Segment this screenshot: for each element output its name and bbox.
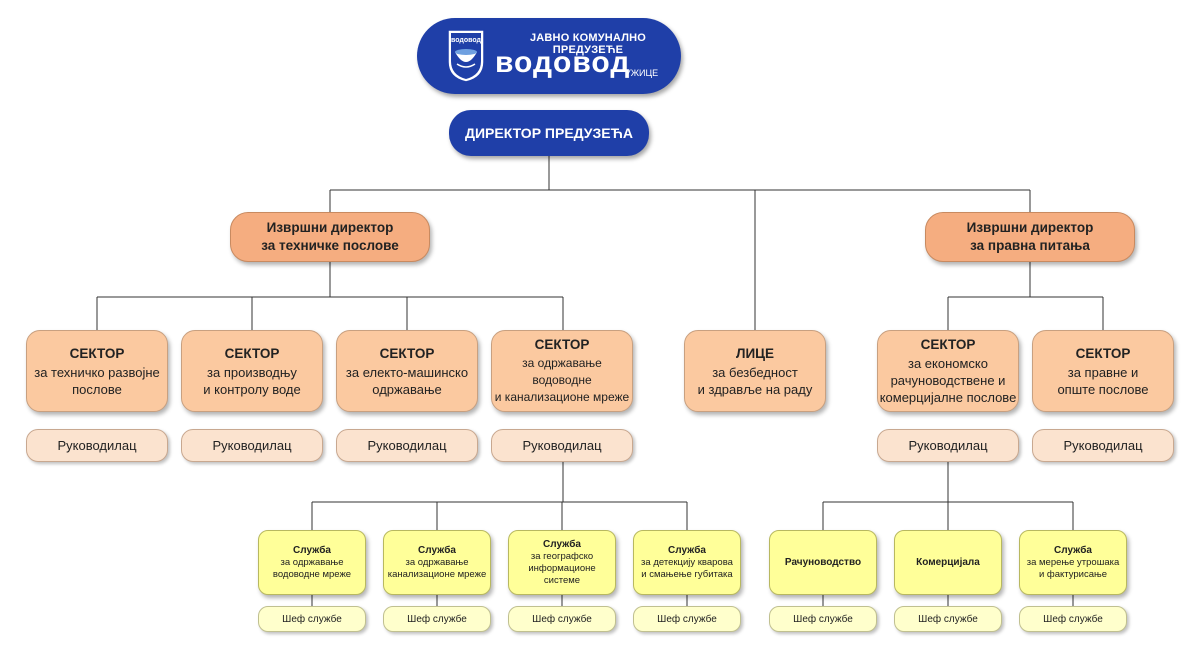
service-chief-node: Шеф службе bbox=[894, 606, 1002, 632]
exec-technical-node: Извршни директор за техничке послове bbox=[230, 212, 430, 262]
sector-line: опште послове bbox=[1057, 381, 1149, 397]
sector-line: одржавање bbox=[372, 381, 442, 397]
sector-manager-node: Руководилац bbox=[26, 429, 168, 462]
sector-title: СЕКТОР bbox=[534, 337, 590, 352]
safety-line: за безбедност bbox=[712, 364, 798, 380]
service-chief-node: Шеф службе bbox=[383, 606, 491, 632]
sector-title: СЕКТОР bbox=[69, 345, 125, 361]
service-commercial: Комерцијала bbox=[894, 530, 1002, 595]
service-line: за детекцију кварова bbox=[641, 556, 733, 568]
sector-line: рачуноводствене и bbox=[890, 373, 1006, 388]
chief-label: Шеф службе bbox=[657, 613, 717, 625]
sector-line: комерцијалне послове bbox=[879, 390, 1017, 405]
manager-label: Руководилац bbox=[57, 438, 137, 453]
exec-legal-subtitle: за правна питања bbox=[970, 238, 1090, 253]
service-title: Служба bbox=[543, 538, 581, 550]
chief-label: Шеф службе bbox=[532, 613, 592, 625]
sector-title: СЕКТОР bbox=[1075, 345, 1131, 361]
sector-technical-development: СЕКТОР за техничко развојне послове bbox=[26, 330, 168, 412]
sector-title: СЕКТОР bbox=[920, 337, 976, 352]
service-metering-billing: Служба за мерење утрошака и фактурисање bbox=[1019, 530, 1127, 595]
chief-label: Шеф службе bbox=[407, 613, 467, 625]
sector-economic-accounting: СЕКТОР за економско рачуноводствене и ко… bbox=[877, 330, 1019, 412]
service-water-network: Служба за одржавање водоводне мреже bbox=[258, 530, 366, 595]
sector-electro-mechanical: СЕКТОР за електо-машинско одржавање bbox=[336, 330, 478, 412]
company-type-label: ЈАВНО КОМУНАЛНО ПРЕДУЗЕЋЕ bbox=[529, 32, 647, 56]
sector-title: СЕКТОР bbox=[379, 345, 435, 361]
service-title: Служба bbox=[418, 544, 456, 556]
sector-manager-node: Руководилац bbox=[491, 429, 633, 462]
sector-manager-node: Руководилац bbox=[877, 429, 1019, 462]
safety-title: ЛИЦЕ bbox=[735, 345, 775, 361]
manager-label: Руководилац bbox=[1063, 438, 1143, 453]
chief-label: Шеф службе bbox=[793, 613, 853, 625]
service-chief-node: Шеф службе bbox=[1019, 606, 1127, 632]
sector-line: за производњу bbox=[207, 364, 297, 380]
service-line: информационе системе bbox=[528, 562, 596, 586]
service-line: за одржавање bbox=[280, 556, 344, 568]
service-title: Служба bbox=[293, 544, 331, 556]
emblem-text: водовод bbox=[451, 37, 482, 44]
sector-line: за одржавање водоводне bbox=[522, 356, 602, 387]
service-gis: Служба за географско информационе систем… bbox=[508, 530, 616, 595]
exec-legal-title: Извршни директор bbox=[966, 220, 1094, 235]
sector-manager-node: Руководилац bbox=[181, 429, 323, 462]
service-line: канализационе мреже bbox=[387, 568, 487, 580]
exec-technical-title: Извршни директор bbox=[266, 220, 394, 235]
service-accounting: Рачуноводство bbox=[769, 530, 877, 595]
exec-legal-node: Извршни директор за правна питања bbox=[925, 212, 1135, 262]
sector-line: и канализационе мреже bbox=[494, 390, 630, 404]
service-line: за одржавање bbox=[405, 556, 469, 568]
service-line: и фактурисање bbox=[1038, 568, 1108, 580]
manager-label: Руководилац bbox=[522, 438, 602, 453]
service-line: за мерење утрошака bbox=[1026, 556, 1120, 568]
sector-line: и контролу воде bbox=[203, 381, 301, 397]
manager-label: Руководилац bbox=[908, 438, 988, 453]
sector-line: за електо-машинско bbox=[345, 364, 469, 380]
service-line: и смањење губитака bbox=[641, 568, 733, 580]
service-title: Служба bbox=[1054, 544, 1092, 556]
sector-legal-general: СЕКТОР за правне и опште послове bbox=[1032, 330, 1174, 412]
service-line: водоводне мреже bbox=[272, 568, 352, 580]
manager-label: Руководилац bbox=[212, 438, 292, 453]
service-chief-node: Шеф службе bbox=[769, 606, 877, 632]
chief-label: Шеф службе bbox=[918, 613, 978, 625]
sector-line: за правне и bbox=[1067, 364, 1139, 380]
sector-line: за економско bbox=[907, 356, 988, 371]
service-chief-node: Шеф службе bbox=[508, 606, 616, 632]
service-title: Комерцијала bbox=[916, 556, 980, 568]
company-logo-banner: водовод ЈАВНО КОМУНАЛНО ПРЕДУЗЕЋЕ водово… bbox=[417, 18, 681, 94]
director-node: ДИРЕКТОР ПРЕДУЗЕЋА bbox=[449, 110, 649, 156]
sector-manager-node: Руководилац bbox=[336, 429, 478, 462]
water-drop-emblem-icon: водовод bbox=[447, 29, 485, 83]
service-chief-node: Шеф службе bbox=[258, 606, 366, 632]
sector-production-water-control: СЕКТОР за производњу и контролу воде bbox=[181, 330, 323, 412]
safety-line: и здравље на раду bbox=[697, 381, 813, 397]
service-chief-node: Шеф службе bbox=[633, 606, 741, 632]
exec-technical-subtitle: за техничке послове bbox=[261, 238, 399, 253]
sector-network-maintenance: СЕКТОР за одржавање водоводне и канализа… bbox=[491, 330, 633, 412]
sector-line: за техничко развојне bbox=[34, 364, 160, 380]
brand-name: водовод bbox=[495, 46, 631, 79]
service-title: Служба bbox=[668, 544, 706, 556]
service-line: за географско bbox=[530, 550, 594, 562]
sector-manager-node: Руководилац bbox=[1032, 429, 1174, 462]
manager-label: Руководилац bbox=[367, 438, 447, 453]
city-label: УЖИЦЕ bbox=[625, 68, 659, 78]
service-sewer-network: Служба за одржавање канализационе мреже bbox=[383, 530, 491, 595]
chief-label: Шеф службе bbox=[1043, 613, 1103, 625]
service-leak-detection: Служба за детекцију кварова и смањење гу… bbox=[633, 530, 741, 595]
safety-officer-node: ЛИЦЕ за безбедност и здравље на раду bbox=[684, 330, 826, 412]
sector-title: СЕКТОР bbox=[224, 345, 280, 361]
director-label: ДИРЕКТОР ПРЕДУЗЕЋА bbox=[465, 125, 633, 141]
chief-label: Шеф службе bbox=[282, 613, 342, 625]
sector-line: послове bbox=[72, 381, 122, 397]
service-title: Рачуноводство bbox=[784, 556, 862, 568]
